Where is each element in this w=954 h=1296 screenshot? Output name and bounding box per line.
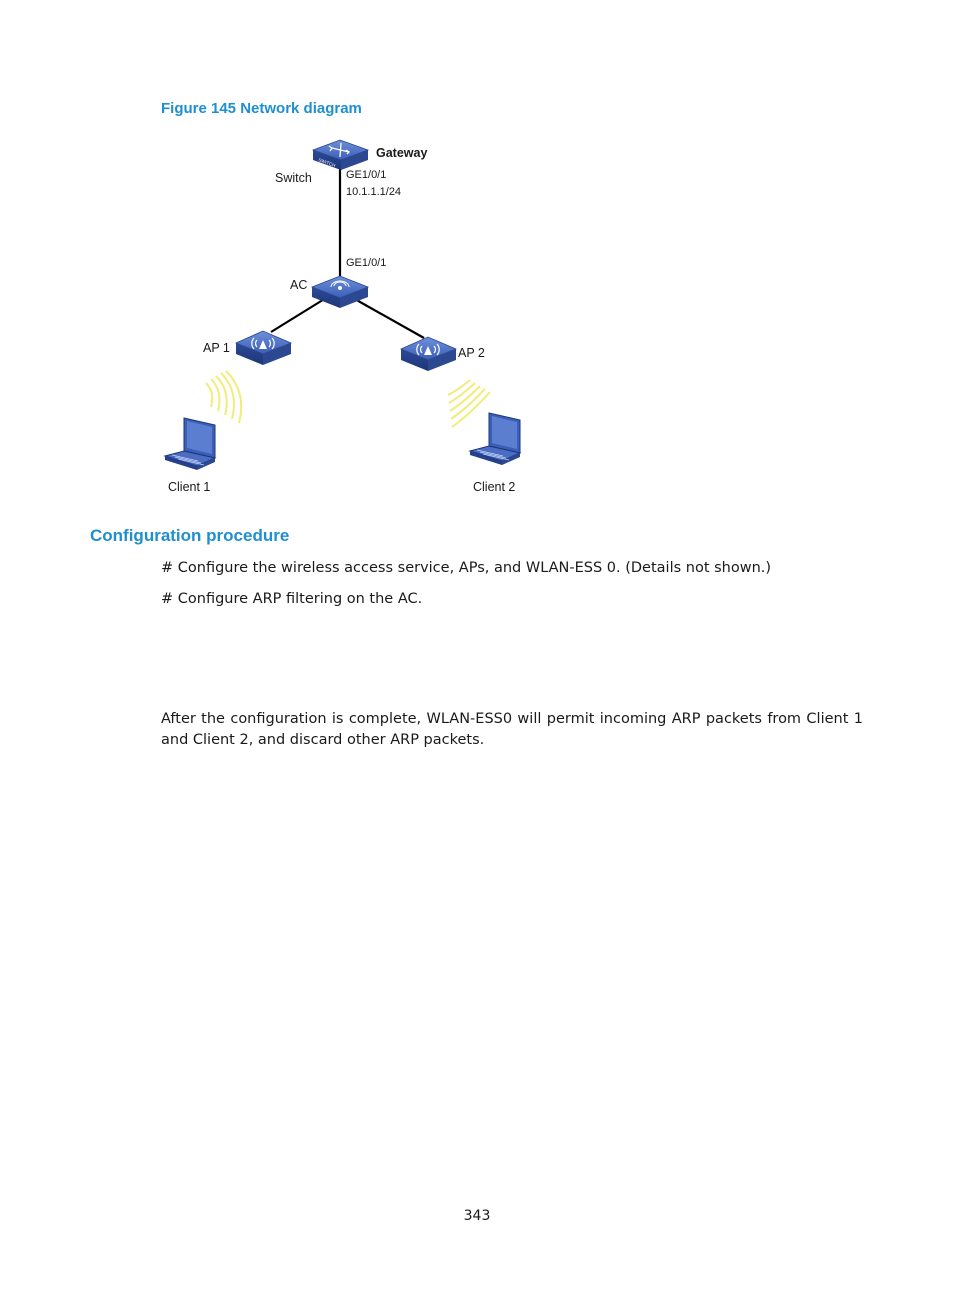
access-point-icon bbox=[236, 331, 291, 365]
client1-label: Client 1 bbox=[168, 480, 210, 494]
paragraph-configure-arp: # Configure ARP filtering on the AC. bbox=[161, 589, 863, 610]
access-point-icon bbox=[401, 337, 456, 371]
gateway-label: Gateway bbox=[376, 146, 427, 160]
switch-ip-label: 10.1.1.1/24 bbox=[346, 186, 401, 198]
wireless-signal-icon bbox=[448, 380, 490, 427]
paragraph-configure-service: # Configure the wireless access service,… bbox=[161, 558, 863, 579]
link-ac-ap1 bbox=[271, 298, 326, 332]
laptop-icon bbox=[470, 413, 520, 465]
network-diagram: SWITCH bbox=[150, 128, 550, 498]
ac-label: AC bbox=[290, 278, 307, 292]
client2-label: Client 2 bbox=[473, 480, 515, 494]
wireless-signal-icon bbox=[206, 371, 241, 423]
access-controller-icon bbox=[312, 276, 368, 308]
ap2-label: AP 2 bbox=[458, 346, 485, 360]
laptop-icon bbox=[165, 418, 215, 470]
ap1-label: AP 1 bbox=[203, 341, 230, 355]
ac-port-label: GE1/0/1 bbox=[346, 257, 386, 269]
page-number: 343 bbox=[0, 1208, 954, 1224]
link-ac-ap2 bbox=[353, 298, 424, 338]
section-heading: Configuration procedure bbox=[90, 526, 289, 546]
switch-label: Switch bbox=[275, 171, 312, 185]
switch-icon: SWITCH bbox=[313, 140, 368, 170]
switch-port-label: GE1/0/1 bbox=[346, 169, 386, 181]
figure-caption: Figure 145 Network diagram bbox=[161, 100, 362, 117]
paragraph-result: After the configuration is complete, WLA… bbox=[161, 709, 863, 751]
